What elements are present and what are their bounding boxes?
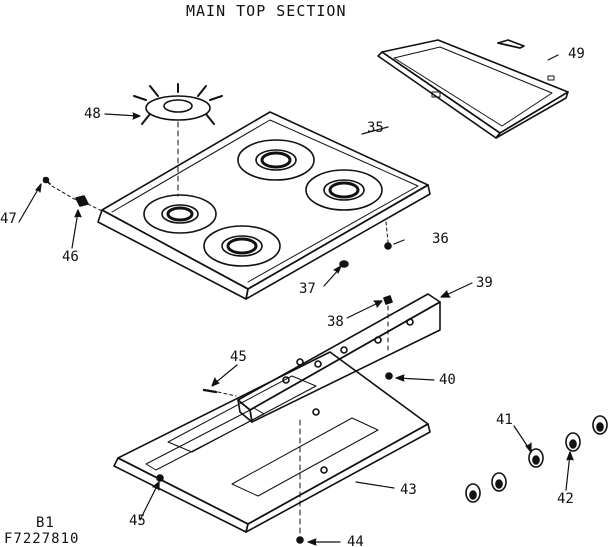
callout-44: 44 [347,534,364,547]
part-39-manifold-bar [237,293,441,423]
burner-opening-front-left [143,194,217,234]
callout-42: 42 [557,491,574,507]
part-48-grate [133,83,223,197]
part-49-panel [377,39,569,139]
callout-39: 39 [476,275,493,291]
part-47-screw [42,176,77,201]
burner-opening-front-right [203,225,281,267]
burner-opening-rear-right [305,169,383,211]
part-number: F7227810 [4,531,80,547]
callout-47: 47 [0,211,17,227]
callout-49: 49 [568,46,585,62]
part-46-clip [75,195,105,213]
callout-46: 46 [62,249,79,265]
part-43-bottom-pan [113,351,431,535]
callout-36: 36 [432,231,449,247]
leader-lines [18,54,574,546]
callout-43: 43 [400,482,417,498]
knob-extra-2 [491,472,507,492]
callout-45-lower: 45 [129,513,146,529]
part-42-knob-1 [565,432,581,452]
part-45-upper-screw [202,388,237,397]
part-44-screw [296,536,304,544]
part-42-knob-2 [592,415,608,435]
part-38-screw [383,295,393,353]
callout-45-upper: 45 [230,349,247,365]
callout-35: 35 [367,120,384,136]
part-36-screw [384,221,392,250]
part-40-screw [385,372,393,380]
callout-41: 41 [496,412,513,428]
diagram-title: MAIN TOP SECTION [186,2,347,20]
callout-48: 48 [84,106,101,122]
callout-40: 40 [439,372,456,388]
figure-code: B1 [36,515,55,531]
part-35-cooktop [97,111,431,300]
part-37-nut [339,260,349,268]
knob-extra-1 [465,483,481,503]
callout-37: 37 [299,281,316,297]
callout-38: 38 [327,314,344,330]
part-41-knob [528,448,544,468]
burner-opening-rear-left [237,139,315,181]
